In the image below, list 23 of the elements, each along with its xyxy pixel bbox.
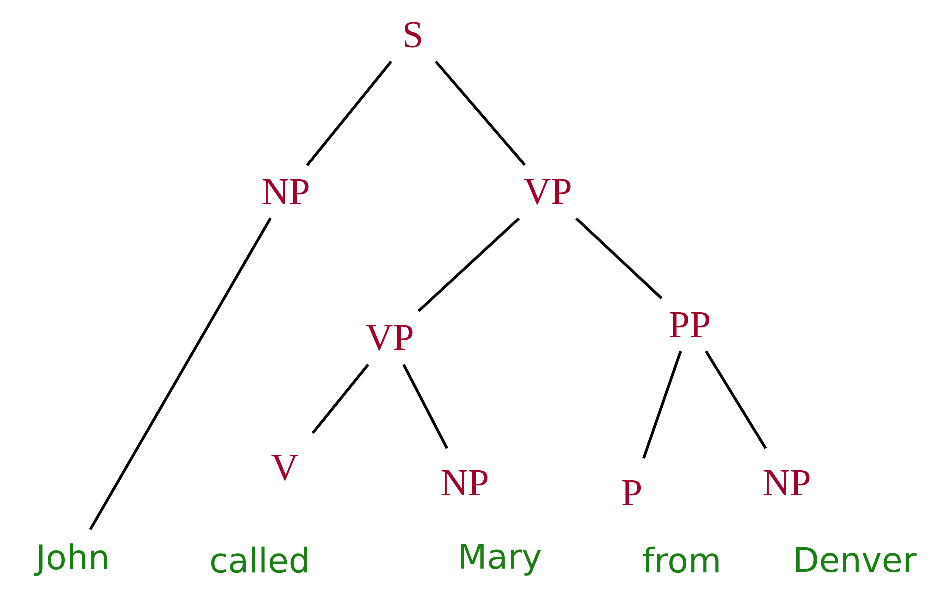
- category-label: V: [272, 455, 298, 481]
- tree-branch: [642, 350, 682, 459]
- category-label: NP: [442, 470, 488, 496]
- tree-branch: [312, 364, 370, 434]
- tree-branch: [705, 350, 768, 450]
- category-label: VP: [524, 179, 571, 205]
- tree-branch: [89, 218, 272, 530]
- tree-branch: [306, 60, 392, 166]
- tree-branch: [402, 364, 448, 450]
- word: Mary: [461, 544, 542, 576]
- category-label: P: [622, 480, 642, 506]
- word: John: [34, 544, 108, 576]
- tree-branch: [576, 218, 663, 300]
- category-label: VP: [366, 325, 413, 351]
- tree-branch: [434, 60, 526, 166]
- word: Denver: [796, 547, 917, 573]
- category-label: NP: [764, 470, 810, 496]
- category-label: PP: [670, 312, 710, 338]
- word: called: [211, 546, 308, 574]
- category-label: S: [404, 22, 422, 48]
- category-label: NP: [262, 180, 309, 204]
- tree-branch: [418, 218, 520, 312]
- word: from: [643, 546, 719, 574]
